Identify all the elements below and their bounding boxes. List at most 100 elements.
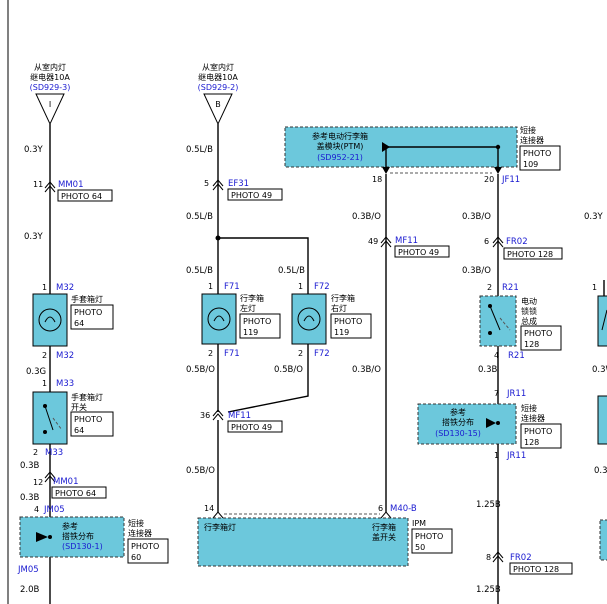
- c4-fr02-photo[interactable]: PHOTO 128: [507, 250, 553, 259]
- source-i-ref[interactable]: (SD929-3): [30, 83, 71, 92]
- c2-f72-name[interactable]: F72: [314, 282, 330, 292]
- c1-m32-photo-num[interactable]: 64: [74, 319, 84, 328]
- c4-r21-photo[interactable]: PHOTO: [524, 329, 552, 338]
- ipm-photo-num[interactable]: 50: [415, 543, 425, 552]
- c1-m33-photo[interactable]: PHOTO: [74, 415, 102, 424]
- c1-m33-label1: 手套箱灯: [71, 392, 103, 402]
- c2-f72-photo[interactable]: PHOTO: [334, 317, 362, 326]
- ipm-photo[interactable]: PHOTO: [415, 532, 443, 541]
- c4-r21-photo-num[interactable]: 128: [524, 340, 539, 349]
- c1-jm05-side2: 连接器: [128, 528, 152, 538]
- ptm-line1: 参考电动行李箱: [312, 131, 368, 141]
- c4-jr11-bot-name[interactable]: JR11: [506, 451, 526, 461]
- c2-mf11-photo[interactable]: PHOTO 49: [231, 423, 272, 432]
- c2-f71-photo[interactable]: PHOTO: [243, 317, 271, 326]
- c1-wire-6: 2.0B: [20, 585, 40, 595]
- c2-wire-1: 0.5L/B: [186, 145, 213, 155]
- c2-f71-label2: 左灯: [240, 303, 256, 313]
- c2-f71-pin: 1: [208, 282, 213, 291]
- c2-ef31-pin: 5: [204, 179, 209, 188]
- c4-jr11-photo-num[interactable]: 128: [524, 438, 539, 447]
- c4-fr02-name[interactable]: FR02: [506, 237, 528, 247]
- c5-wire-2: 0.3W: [592, 365, 607, 375]
- source-b-line2: 继电器10A: [198, 72, 238, 82]
- c2-ef31-photo[interactable]: PHOTO 49: [231, 191, 272, 200]
- c4-name-top[interactable]: JF11: [501, 175, 520, 185]
- c2-wire-left: 0.5L/B: [186, 266, 213, 276]
- c2-f72-pin: 1: [298, 282, 303, 291]
- c3-mf11-name[interactable]: MF11: [395, 236, 418, 246]
- short1-photo-num[interactable]: 109: [523, 160, 538, 169]
- c4-jr11-name[interactable]: JR11: [506, 389, 526, 399]
- c1-wire-5: 0.3B: [20, 493, 40, 503]
- c4-jr11-ref[interactable]: (SD130-15): [435, 429, 481, 438]
- trunk-lamp-left: [201, 293, 237, 345]
- c1-jm05-photo-num[interactable]: 60: [131, 553, 141, 562]
- c4-jr11-side1: 短接: [521, 403, 537, 413]
- source-i-line1: 从室内灯: [34, 62, 66, 72]
- c1-mm01b-pin: 12: [33, 478, 43, 487]
- ipm-left-label: 行李箱灯: [204, 522, 236, 532]
- c1-m32-photo[interactable]: PHOTO: [74, 308, 102, 317]
- source-b-ref[interactable]: (SD929-2): [198, 83, 239, 92]
- c4-wire-2: 0.3B/O: [462, 266, 491, 276]
- source-b-letter: B: [215, 100, 221, 109]
- c4-pin-top: 20: [484, 175, 494, 184]
- c1-jm05-bot-name[interactable]: JM05: [17, 565, 39, 575]
- c2-wire-3: 0.5B/O: [186, 466, 215, 476]
- c3-ipm-pin: 6: [378, 504, 383, 513]
- c1-mm01b-name[interactable]: MM01: [53, 477, 78, 487]
- partial-component-3: [599, 519, 607, 561]
- c2-mf11-pin: 36: [200, 411, 210, 420]
- c2-f71-photo-num[interactable]: 119: [243, 328, 258, 337]
- column-trunk-switch: 参考电动行李箱 盖模块(PTM) (SD952-21) 短接 连接器 PHOTO…: [284, 125, 561, 514]
- c1-m33-bot-name[interactable]: M33: [45, 448, 63, 458]
- c2-f72-label2: 右灯: [331, 303, 347, 313]
- c1-m33-pin: 1: [42, 379, 47, 388]
- c4-jr11-photo[interactable]: PHOTO: [524, 427, 552, 436]
- c1-mm01-photo[interactable]: PHOTO 64: [61, 192, 102, 201]
- source-b-symbol: [203, 93, 233, 126]
- c3-mf11-photo[interactable]: PHOTO 49: [398, 248, 439, 257]
- c1-m33-photo-num[interactable]: 64: [74, 426, 84, 435]
- c1-jm05-name[interactable]: JM05: [43, 505, 65, 515]
- source-i-symbol: [35, 93, 65, 126]
- c5-wire-1: 0.3Y: [584, 212, 604, 222]
- c2-f71-bot-name[interactable]: F71: [224, 349, 240, 359]
- c4-wire-4: 1.25B: [476, 500, 501, 510]
- c1-jm05-label1: 参考: [62, 521, 78, 531]
- c1-jm05-side1: 短接: [128, 518, 144, 528]
- c3-ipm-name[interactable]: M40-B: [390, 504, 417, 514]
- c2-f72-photo-num[interactable]: 119: [334, 328, 349, 337]
- c2-mf11-name[interactable]: MF11: [228, 411, 251, 421]
- c1-m33-label2: 开关: [71, 402, 87, 412]
- c1-m32-bot-name[interactable]: M32: [56, 351, 74, 361]
- c4-fr02b-pin: 8: [486, 553, 491, 562]
- c3-mf11-pin: 49: [368, 237, 378, 246]
- c2-f72-bot-name[interactable]: F72: [314, 349, 330, 359]
- c1-m32-name[interactable]: M32: [56, 283, 74, 293]
- c4-jr11-pin: 7: [494, 389, 499, 398]
- c4-fr02b-photo[interactable]: PHOTO 128: [513, 565, 559, 574]
- short1-photo[interactable]: PHOTO: [523, 149, 551, 158]
- c2-wire-2: 0.5L/B: [186, 212, 213, 222]
- ptm-line2: 盖模块(PTM): [317, 141, 364, 151]
- c4-r21-name[interactable]: R21: [502, 283, 519, 293]
- c1-mm01b-photo[interactable]: PHOTO 64: [55, 489, 96, 498]
- c1-m33-name[interactable]: M33: [56, 379, 74, 389]
- c4-r21-bot-name[interactable]: R21: [508, 351, 525, 361]
- c4-r21-bot-pin: 4: [494, 351, 499, 360]
- c1-jm05-ref[interactable]: (SD130-1): [62, 542, 103, 551]
- glovebox-lamp: [32, 293, 68, 347]
- c2-f71-name[interactable]: F71: [224, 282, 240, 292]
- c4-r21-pin: 2: [487, 283, 492, 292]
- c1-mm01-pin: 11: [33, 180, 43, 189]
- c1-mm01-name[interactable]: MM01: [58, 180, 83, 190]
- c4-fr02b-name[interactable]: FR02: [510, 553, 532, 563]
- c3-wire-1: 0.3B/O: [352, 212, 381, 222]
- ptm-ref[interactable]: (SD952-21): [317, 153, 363, 162]
- c1-jm05-photo[interactable]: PHOTO: [131, 542, 159, 551]
- c4-jr11-side2: 连接器: [521, 413, 545, 423]
- c2-ef31-name[interactable]: EF31: [228, 179, 249, 189]
